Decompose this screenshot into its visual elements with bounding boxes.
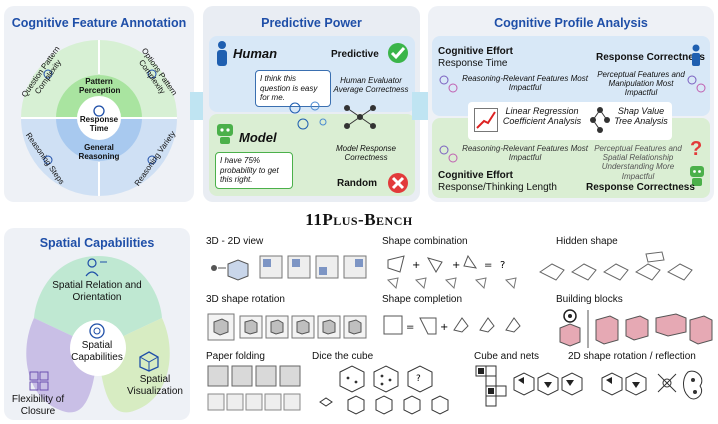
cube-icon — [139, 351, 159, 372]
model-response-label: Model Response Correctness — [335, 144, 397, 163]
cube-nets-illustration — [475, 365, 583, 407]
capabilities-center-label: Spatial Capabilities — [71, 340, 123, 363]
rotation3d-illustration — [207, 313, 367, 341]
shap-label: Shap Value Tree Analysis — [614, 106, 668, 127]
shape-combination-illustration: + + =? — [386, 254, 517, 290]
bottom-right-title: Response Correctness — [586, 182, 695, 193]
pattern-perception-label: Pattern Perception — [79, 77, 121, 95]
feature-annotation-panel: Cognitive Feature Annotation Pattern Per… — [4, 6, 194, 202]
bottom-left-feature: Reasoning-Relevant Features Most Impactf… — [462, 144, 588, 163]
svg-text:?: ? — [416, 374, 421, 384]
bottom-right-feature: Perceptual Features and Spatial Relation… — [594, 144, 682, 181]
spatial-panel: Spatial Capabilities Spatial Relation an… — [4, 228, 190, 420]
spatial-triangle — [26, 256, 170, 413]
building-blocks-illustration — [559, 309, 713, 348]
task-shape-combination: Shape combination — [382, 236, 468, 247]
bottom-feature-icons — [439, 145, 458, 163]
model-label: Model — [239, 130, 277, 145]
task-paper-folding: Paper folding — [206, 351, 265, 362]
question-mark-icon: ? — [690, 138, 703, 160]
top-right-feature: Perceptual Features and Manipulation Mos… — [597, 70, 685, 98]
task-dice-cube: Dice the cube — [312, 351, 374, 362]
task-cube-nets: Cube and nets — [474, 351, 540, 362]
svg-text:=: = — [406, 322, 414, 333]
response-time-label: Response Time — [79, 115, 119, 133]
linreg-icon — [474, 108, 498, 132]
human-evaluator-label: Human Evaluator Average Correctness — [333, 76, 409, 95]
paper-folding-illustration — [207, 365, 301, 411]
hidden-shape-illustration — [539, 251, 693, 281]
model-speech-bubble: I have 75% probability to get this right… — [215, 152, 293, 189]
svg-text:?: ? — [500, 260, 505, 271]
task-3d-shape-rotation: 3D shape rotation — [206, 294, 285, 305]
feature-wheel — [21, 40, 177, 196]
general-reasoning-label: General Reasoning — [78, 143, 120, 161]
relation-icon — [85, 258, 107, 277]
capabilities-icon — [89, 323, 105, 339]
visualization-label: Spatial Visualization — [127, 374, 183, 397]
task-hidden-shape: Hidden shape — [556, 236, 618, 247]
random-label: Random — [337, 178, 377, 189]
top-right-feature-icons — [687, 75, 706, 93]
relation-label: Spatial Relation and Orientation — [52, 280, 142, 303]
svg-text:+: + — [440, 322, 448, 333]
task-3d-2d-view: 3D - 2D view — [206, 236, 264, 247]
analysis-box — [468, 102, 672, 140]
task-building-blocks: Building blocks — [556, 294, 623, 305]
top-left-title: Cognitive Effort — [438, 46, 513, 57]
bottom-left-title: Cognitive Effort — [438, 170, 513, 181]
shape-completion-illustration: = + — [383, 315, 521, 335]
shap-tree-icon — [590, 107, 610, 133]
bottom-left-sub: Response/Thinking Length — [438, 182, 557, 193]
linreg-label: Linear Regression Coefficient Analysis — [502, 106, 582, 127]
check-icon — [388, 43, 408, 63]
human-speech-bubble: I think this question is easy for me. — [255, 70, 331, 107]
top-right-title: Response Correctness — [596, 52, 705, 63]
human-label: Human — [233, 46, 278, 61]
flexibility-label: Flexibility of Closure — [11, 394, 65, 417]
predictive-power-panel: Predictive Power Human I think this ques… — [203, 6, 420, 202]
dice-illustration: ? — [319, 365, 449, 415]
network-icon — [344, 105, 376, 129]
rotation2d-illustration — [601, 370, 703, 400]
predictive-label: Predictive — [331, 49, 379, 60]
feature-cluster-icon — [289, 101, 327, 130]
task-shape-completion: Shape completion — [382, 294, 463, 305]
predictive-power-title: Predictive Power — [261, 16, 362, 30]
top-left-sub: Response Time — [438, 58, 508, 69]
puzzle-icon — [29, 371, 49, 391]
human-icon — [217, 41, 227, 66]
view3d2d-illustration — [211, 255, 367, 281]
bottom-model-icon — [690, 166, 704, 186]
svg-text:=: = — [484, 260, 492, 271]
top-human-icon — [692, 44, 700, 66]
bench-title: 11Plus-Bench — [305, 210, 413, 229]
profile-analysis-title: Cognitive Profile Analysis — [494, 16, 648, 30]
svg-text:+: + — [412, 260, 420, 271]
task-2d-rotation-reflection: 2D shape rotation / reflection — [568, 351, 696, 362]
top-feature-icons — [439, 75, 458, 93]
model-icon — [217, 124, 233, 144]
svg-text:+: + — [452, 260, 460, 271]
top-left-feature: Reasoning-Relevant Features Most Impactf… — [462, 74, 588, 93]
spatial-title: Spatial Capabilities — [39, 236, 155, 250]
x-icon — [388, 173, 408, 193]
profile-analysis-panel: Cognitive Profile Analysis Cognitive Eff… — [428, 6, 714, 202]
feature-annotation-title: Cognitive Feature Annotation — [11, 16, 187, 30]
